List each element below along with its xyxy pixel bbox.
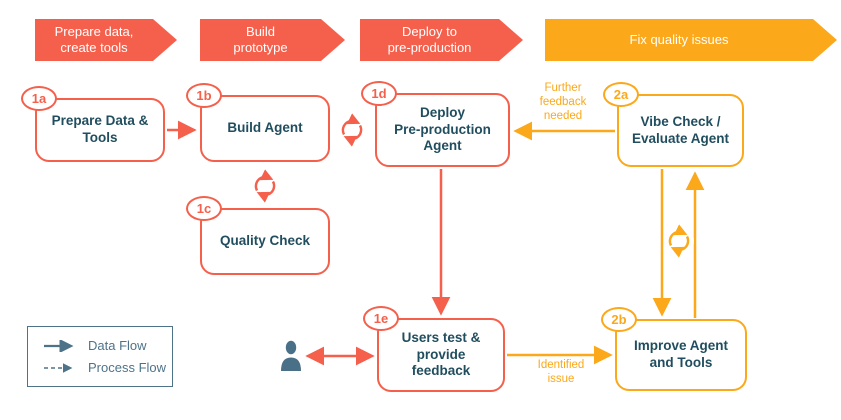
node-prepare-data-tools: 1a Prepare Data & Tools bbox=[21, 86, 165, 162]
node-label: Quality Check bbox=[219, 233, 311, 249]
badge-2a: 2a bbox=[603, 82, 639, 107]
solid-arrow-icon bbox=[44, 339, 74, 352]
node-label: Vibe Check / Evaluate Agent bbox=[631, 113, 730, 146]
node-label: Build Agent bbox=[227, 120, 303, 136]
legend-label: Data Flow bbox=[88, 338, 147, 353]
badge-1d: 1d bbox=[361, 81, 397, 106]
badge-2b: 2b bbox=[601, 307, 637, 332]
refresh-icon bbox=[250, 169, 280, 203]
node-label: Improve Agent and Tools bbox=[633, 338, 728, 370]
badge-1b: 1b bbox=[186, 83, 222, 108]
node-label: Prepare Data & Tools bbox=[51, 113, 149, 145]
legend-item-data-flow: Data Flow bbox=[42, 338, 172, 353]
person-icon bbox=[281, 340, 301, 371]
node-vibe-check-evaluate: 2a Vibe Check / Evaluate Agent bbox=[603, 82, 744, 167]
badge-1a: 1a bbox=[21, 86, 57, 111]
badge-1e: 1e bbox=[363, 306, 399, 331]
legend-item-process-flow: Process Flow bbox=[42, 360, 172, 375]
node-improve-agent-tools: 2b Improve Agent and Tools bbox=[601, 307, 747, 391]
phase-chevron-fix-quality: Fix quality issues bbox=[545, 19, 837, 61]
edge-label-further-feedback: Further feedback needed bbox=[539, 82, 587, 122]
dashed-arrow-icon bbox=[44, 362, 73, 373]
node-label: Deploy Pre-production Agent bbox=[394, 104, 491, 154]
legend-label: Process Flow bbox=[88, 360, 167, 375]
node-users-test-feedback: 1e Users test & provide feedback bbox=[363, 306, 505, 392]
refresh-icon bbox=[664, 224, 694, 258]
node-build-agent: 1b Build Agent bbox=[186, 83, 330, 162]
phase-chevron-build-prototype: Build prototype bbox=[200, 19, 345, 61]
node-deploy-preprod-agent: 1d Deploy Pre-production Agent bbox=[361, 81, 510, 167]
phase-chevron-prepare-data: Prepare data, create tools bbox=[35, 19, 177, 61]
phase-chevron-deploy-preprod: Deploy to pre-production bbox=[360, 19, 523, 61]
node-quality-check: 1c Quality Check bbox=[186, 196, 330, 275]
edge-label-identified-issue: Identified issue bbox=[537, 359, 585, 385]
refresh-icon bbox=[337, 113, 367, 147]
badge-1c: 1c bbox=[186, 196, 222, 221]
node-label: Users test & provide feedback bbox=[401, 329, 481, 379]
legend: Data Flow Process Flow bbox=[27, 326, 173, 387]
